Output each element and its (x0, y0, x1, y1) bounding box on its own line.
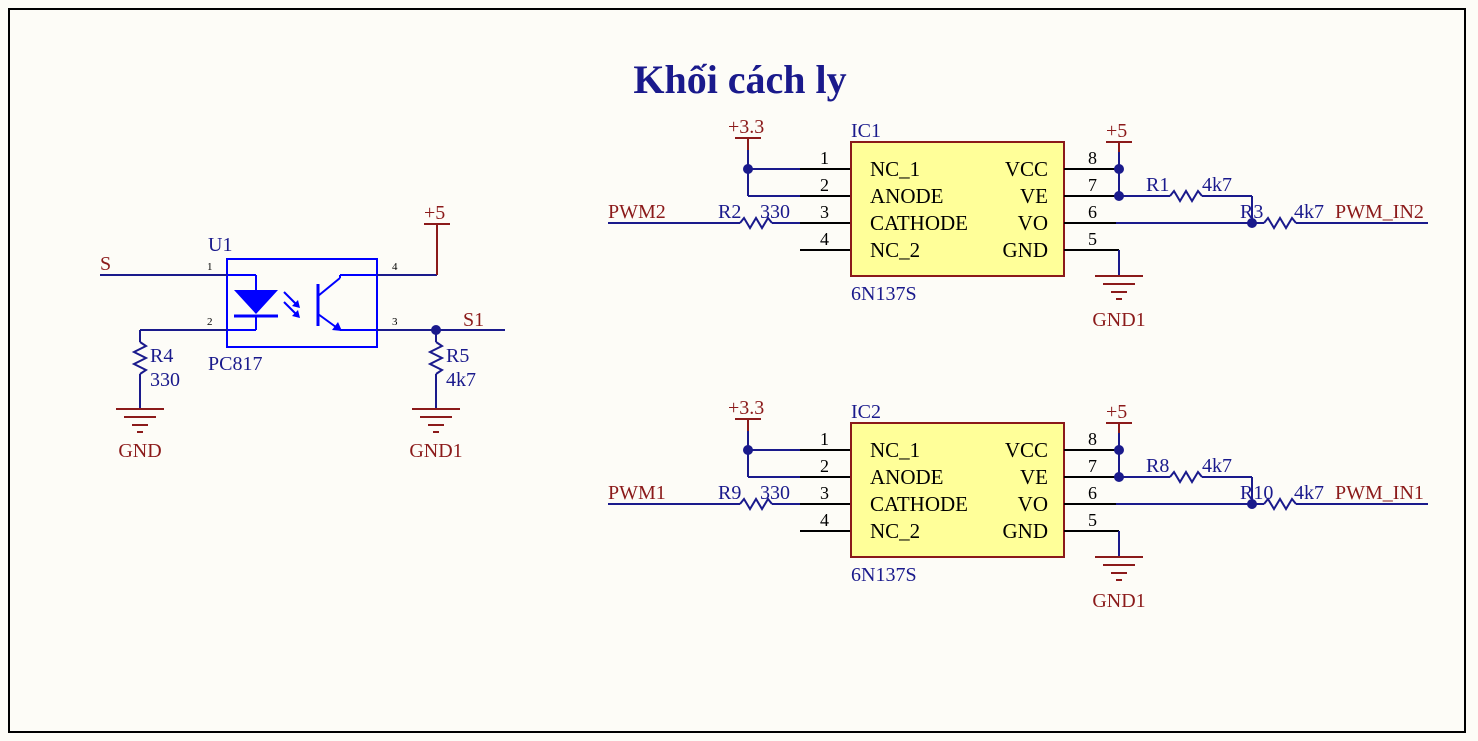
r5-name: R5 (446, 345, 469, 367)
ic2-pin-3-name: CATHODE (870, 492, 968, 516)
ic2-body (850, 422, 1065, 558)
u1-pin2-num: 2 (207, 316, 213, 328)
ic1-output-resistor-name: R3 (1240, 201, 1263, 223)
ic2-pull-resistor[interactable] (1169, 470, 1203, 484)
u1-pin1-num: 1 (207, 261, 213, 273)
ic2-gnd-label: GND1 (1092, 590, 1145, 612)
ic1-supply-left-label: +3.3 (728, 116, 764, 138)
ic2-pull-resistor-name: R8 (1146, 455, 1169, 477)
ic1-gnd-label: GND1 (1092, 309, 1145, 331)
r4-name: R4 (150, 345, 173, 367)
ic2-pull-resistor-value: 4k7 (1202, 455, 1232, 477)
ic2-output-resistor-name: R10 (1240, 482, 1273, 504)
gnd-symbol-r4 (116, 408, 164, 433)
ic2-pin-7-name: VE (1020, 465, 1048, 489)
ic1-pull-resistor-value: 4k7 (1202, 174, 1232, 196)
ic1-input-resistor-value: 330 (760, 201, 790, 223)
gnd-label-r4: GND (118, 440, 161, 462)
ic2-pin-4-num: 4 (820, 510, 829, 530)
u1-supply-label: +5 (424, 202, 445, 224)
u1-designator: U1 (208, 234, 232, 256)
ic2-input-resistor-value: 330 (760, 482, 790, 504)
ic1-pin-2-num: 2 (820, 175, 829, 195)
u1-pin3-num: 3 (392, 316, 398, 328)
ic1-pin-8-num: 8 (1088, 148, 1097, 168)
ic1-body (850, 141, 1065, 277)
ic1-input-resistor-name: R2 (718, 201, 741, 223)
ic1-output-resistor[interactable] (1263, 216, 1297, 230)
ic2-part: 6N137S (851, 564, 917, 586)
ic2-gnd-symbol (1095, 556, 1143, 581)
ic2-output-resistor-value: 4k7 (1294, 482, 1324, 504)
net-s-label: S (100, 253, 111, 275)
ic2-output-resistor[interactable] (1263, 497, 1297, 511)
ic1-pull-resistor[interactable] (1169, 189, 1203, 203)
ic1-designator: IC1 (851, 120, 881, 142)
u1-part: PC817 (208, 353, 262, 375)
ic1-pin-5-num: 5 (1088, 229, 1097, 249)
ic1-pin-1-name: NC_1 (870, 157, 920, 181)
u1-body (226, 258, 378, 348)
gnd1-label-r5: GND1 (409, 440, 462, 462)
u1-led-icon (234, 290, 278, 314)
net-s1-label: S1 (463, 309, 484, 331)
u1-pin4-num: 4 (392, 261, 398, 273)
ic2-junction-vo (1247, 499, 1257, 509)
ic2-pin-5-name: GND (1003, 519, 1049, 543)
ic2-pin-2-name: ANODE (870, 465, 944, 489)
ic1-net-out-label: PWM_IN2 (1335, 201, 1424, 223)
ic1-pin-8-name: VCC (1005, 157, 1048, 181)
ic2-pin-1-num: 1 (820, 429, 829, 449)
ic2-supply-left-label: +3.3 (728, 397, 764, 419)
ic2-pin-4-name: NC_2 (870, 519, 920, 543)
ic1-pin-6-name: VO (1018, 211, 1048, 235)
ic2-pin-3-num: 3 (820, 483, 829, 503)
ic2-designator: IC2 (851, 401, 881, 423)
ic1-net-in-label: PWM2 (608, 201, 666, 223)
ic1-output-resistor-value: 4k7 (1294, 201, 1324, 223)
ic1-part: 6N137S (851, 283, 917, 305)
ic1-input-resistor[interactable] (739, 216, 773, 230)
ic2-pin-7-num: 7 (1088, 456, 1097, 476)
ic2-supply-right-label: +5 (1106, 401, 1127, 423)
ic2-pin-2-num: 2 (820, 456, 829, 476)
ic2-pin-8-num: 8 (1088, 429, 1097, 449)
ic2-net-in-label: PWM1 (608, 482, 666, 504)
r4-resistor[interactable]: R4 330 (131, 330, 180, 408)
gnd-symbol-r5 (412, 408, 460, 433)
ic1-pull-resistor-name: R1 (1146, 174, 1169, 196)
ic2-pin-6-name: VO (1018, 492, 1048, 516)
ic1-pin-6-num: 6 (1088, 202, 1097, 222)
ic1-pin-4-num: 4 (820, 229, 829, 249)
r5-value: 4k7 (446, 369, 476, 391)
ic2-pin-8-name: VCC (1005, 438, 1048, 462)
r5-resistor[interactable]: R5 4k7 (427, 330, 476, 408)
u1-optocoupler[interactable]: 1 2 3 4 U1 PC817 (100, 234, 505, 375)
ic1-pin-3-name: CATHODE (870, 211, 968, 235)
ic1-pin-5-name: GND (1003, 238, 1049, 262)
ic1-junction-vo (1247, 218, 1257, 228)
ic1-pin-7-name: VE (1020, 184, 1048, 208)
r4-value: 330 (150, 369, 180, 391)
ic1-pin-7-num: 7 (1088, 175, 1097, 195)
ic1-gnd-symbol (1095, 275, 1143, 300)
ic1-supply-right-label: +5 (1106, 120, 1127, 142)
ic2-input-resistor-name: R9 (718, 482, 741, 504)
ic1-pin-4-name: NC_2 (870, 238, 920, 262)
diagram-title: Khối cách ly (633, 57, 846, 102)
ic2-input-resistor[interactable] (739, 497, 773, 511)
ic1-pin-1-num: 1 (820, 148, 829, 168)
ic1-junction-vcc (1114, 164, 1124, 174)
ic2-junction-vcc (1114, 445, 1124, 455)
ic2-pin-5-num: 5 (1088, 510, 1097, 530)
ic2-net-out-label: PWM_IN1 (1335, 482, 1424, 504)
ic1-pin-3-num: 3 (820, 202, 829, 222)
ic1-pin-2-name: ANODE (870, 184, 944, 208)
sheet-border (8, 8, 1466, 733)
ic2-pin-6-num: 6 (1088, 483, 1097, 503)
ic2-pin-1-name: NC_1 (870, 438, 920, 462)
